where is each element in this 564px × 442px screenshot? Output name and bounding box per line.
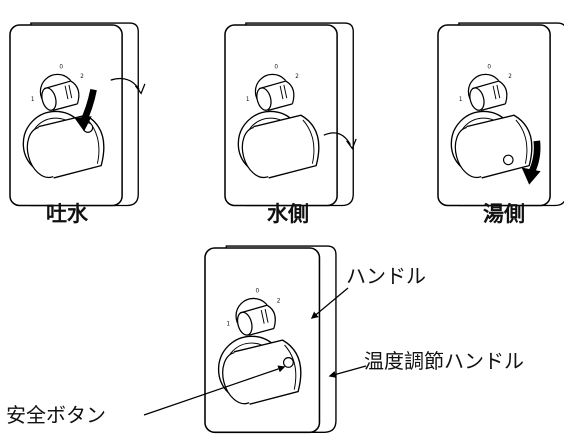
caption-cold: 水側 [267, 202, 309, 226]
position-label-1: 1 [31, 97, 35, 103]
caption-hot: 湯側 [483, 202, 525, 226]
position-label-2: 2 [277, 298, 281, 304]
panel-spout: 0 2 1 [9, 22, 146, 207]
turn-arrow-head-icon [521, 167, 541, 185]
panel-detail: 0 2 1 [204, 245, 337, 434]
position-label-0: 0 [487, 65, 491, 71]
turn-arrow-icon [323, 132, 351, 146]
panel-hot: 0 2 1 [437, 22, 564, 207]
position-label-2: 2 [80, 74, 84, 80]
callout-safety-button: 安全ボタン [6, 403, 106, 427]
position-label-1: 1 [459, 97, 463, 103]
position-label-2: 2 [295, 74, 299, 80]
position-label-0: 0 [255, 289, 259, 295]
callout-handle: ハンドル [346, 264, 426, 288]
callout-temp-handle: 温度調節ハンドル [364, 349, 524, 373]
position-label-1: 1 [246, 97, 250, 103]
press-arrow-head-icon [74, 116, 92, 132]
safety-button-leader [143, 365, 286, 416]
position-label-0: 0 [59, 65, 63, 71]
safety-button[interactable] [502, 154, 514, 166]
safety-button[interactable] [282, 357, 294, 368]
temp-handle-leader [328, 365, 367, 378]
handle-leader [310, 287, 349, 319]
position-label-0: 0 [274, 65, 278, 71]
turn-arrow-icon [110, 77, 140, 90]
panel-cold: 0 2 1 [224, 22, 357, 207]
position-label-2: 2 [508, 74, 512, 80]
caption-spout: 吐水 [46, 202, 89, 226]
position-label-1: 1 [226, 322, 230, 328]
